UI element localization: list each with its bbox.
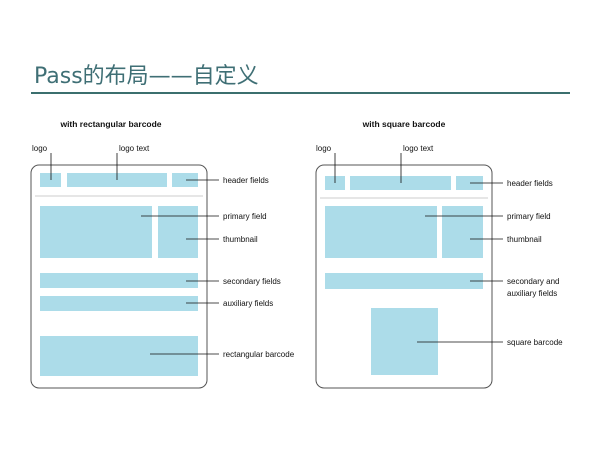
square-pass-header-fields-area (456, 176, 483, 190)
rectangular-pass-header-fields-area (172, 173, 198, 187)
title-divider (31, 92, 570, 94)
square-header-fields-label: header fields (507, 179, 553, 188)
square-pass-secondary-auxiliary-area (325, 273, 483, 289)
logo-text-label: logo text (119, 144, 150, 153)
rectangular-pass-primary-field-area (40, 206, 152, 258)
rectangular-pass-heading: with rectangular barcode (59, 119, 161, 129)
thumbnail-label: thumbnail (223, 235, 258, 244)
square-logo-label: logo (316, 144, 332, 153)
square-pass-heading: with square barcode (362, 119, 446, 129)
rectangular-barcode-area (40, 336, 198, 376)
rectangular-pass-secondary-fields-area (40, 273, 198, 288)
rectangular-barcode-label: rectangular barcode (223, 350, 295, 359)
square-pass-primary-field-area (325, 206, 437, 258)
rectangular-barcode-pass: with rectangular barcode logo logo text … (30, 119, 295, 389)
secondary-fields-label: secondary fields (223, 277, 281, 286)
square-pass-logo-text-area (350, 176, 451, 190)
logo-label: logo (32, 144, 48, 153)
square-barcode-label: square barcode (507, 338, 563, 347)
header-fields-label: header fields (223, 176, 269, 185)
square-primary-field-label: primary field (507, 212, 551, 221)
square-logo-text-label: logo text (403, 144, 434, 153)
square-barcode-area (371, 308, 438, 375)
auxiliary-fields-label: auxiliary fields (223, 299, 273, 308)
square-secondary-auxiliary-label-line2: auxiliary fields (507, 289, 557, 298)
square-thumbnail-label: thumbnail (507, 235, 542, 244)
rectangular-pass-thumbnail-area (158, 206, 198, 258)
square-secondary-auxiliary-label-line1: secondary and (507, 277, 559, 286)
rectangular-pass-logo-area (40, 173, 61, 187)
slide-title: Pass的布局——自定义 (34, 64, 259, 89)
square-barcode-pass: with square barcode logo logo text heade… (315, 119, 563, 389)
primary-field-label: primary field (223, 212, 267, 221)
rectangular-pass-auxiliary-fields-area (40, 296, 198, 311)
square-pass-thumbnail-area (442, 206, 483, 258)
